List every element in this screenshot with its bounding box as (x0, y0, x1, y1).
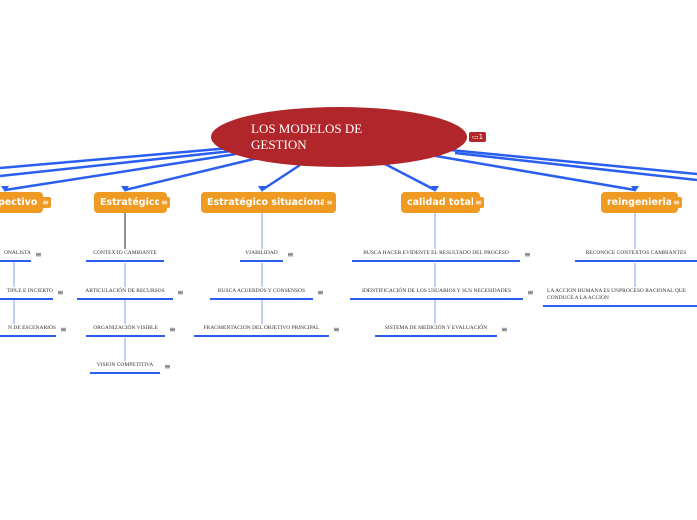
notes-icon[interactable]: ≡ (317, 288, 324, 297)
notes-icon[interactable]: ≡ (324, 197, 335, 208)
notes-icon[interactable]: ≡ (671, 197, 682, 208)
subtopic[interactable]: ONALISTA (0, 250, 31, 262)
subtopic[interactable]: ARTICULACIÓN DE RECURSOS (77, 288, 173, 300)
subtopic[interactable]: LA ACCION HUMANA ES UNPROCESO RACIONAL Q… (543, 288, 697, 307)
notes-icon[interactable]: ≡ (60, 325, 67, 334)
notes-icon[interactable]: ≡ (40, 197, 51, 208)
notes-icon[interactable]: ≡ (501, 325, 508, 334)
notes-icon[interactable]: ≡ (177, 288, 184, 297)
notes-icon[interactable]: ≡ (473, 197, 484, 208)
subtopic[interactable]: VISION COMPETITIVA (90, 362, 160, 374)
subtopic[interactable]: TIPLE E INCIERTO (0, 288, 53, 300)
subtopic[interactable]: SISTEMA DE MEDICIÓN Y EVALUACIÓN (375, 325, 497, 337)
notes-icon[interactable]: ≡ (169, 325, 176, 334)
subtopic[interactable]: CONTEXTO CAMBIANTE (86, 250, 164, 262)
branch-calidad-total[interactable]: calidad total (401, 192, 481, 213)
subtopic[interactable]: IDENTIFICACIÓN DE LOS USUARIOS Y SUS NEC… (350, 288, 523, 300)
subtopic[interactable]: VIABILIDAD (240, 250, 283, 262)
comment-badge[interactable]: ▭1 (469, 132, 486, 142)
branch-estrategico[interactable]: Estratégico (94, 192, 167, 213)
notes-icon[interactable]: ≡ (527, 288, 534, 297)
subtopic[interactable]: BUSCA HACER EVIDENTE EL RESULTADO DEL PR… (352, 250, 520, 262)
root-title: LOS MODELOS DE GESTION (251, 121, 363, 152)
subtopic[interactable]: ORGANIZACIÓN VISIBLE (86, 325, 165, 337)
subtopic[interactable]: BUSCA ACUERDOS Y CONSENSOS (210, 288, 313, 300)
notes-icon[interactable]: ≡ (524, 250, 531, 259)
branch-prospectivo[interactable]: pectivo (0, 192, 44, 213)
subtopic[interactable]: RECONOCE CONTEXTOS CAMBIANTES (575, 250, 697, 262)
notes-icon[interactable]: ≡ (159, 197, 170, 208)
notes-icon[interactable]: ≡ (333, 325, 340, 334)
subtopic[interactable]: N DE ESCENARIOS (0, 325, 56, 337)
subtopic[interactable]: FRAGMENTACION DEL OBJETIVO PRINCIPAL (194, 325, 329, 337)
branch-estrategico-situacional[interactable]: Estratégico situacional (201, 192, 336, 213)
notes-icon[interactable]: ≡ (164, 362, 171, 371)
notes-icon[interactable]: ≡ (287, 250, 294, 259)
notes-icon[interactable]: ≡ (57, 288, 64, 297)
branch-reingenieria[interactable]: reingenieria (601, 192, 679, 213)
root-topic[interactable]: LOS MODELOS DE GESTION (211, 107, 467, 167)
notes-icon[interactable]: ≡ (35, 250, 42, 259)
